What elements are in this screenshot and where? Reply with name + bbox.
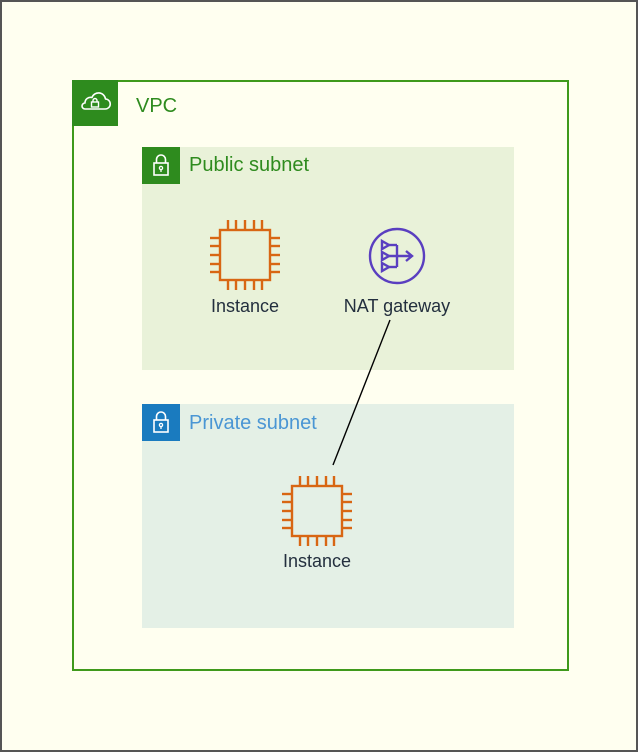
private-instance-node xyxy=(280,474,354,548)
public-instance-label: Instance xyxy=(210,296,280,316)
vpc-badge xyxy=(72,80,118,126)
private-subnet-container xyxy=(142,404,514,628)
private-instance-label: Instance xyxy=(282,551,352,571)
vpc-container xyxy=(72,80,569,671)
vpc-label: VPC xyxy=(136,95,178,117)
private-subnet-badge xyxy=(142,404,180,441)
nat-gateway-icon xyxy=(368,227,426,285)
public-subnet-container xyxy=(142,147,514,370)
nat-gateway-node xyxy=(367,226,427,286)
ec2-instance-icon xyxy=(282,476,352,546)
lock-icon xyxy=(153,154,169,176)
public-subnet-badge xyxy=(142,147,180,184)
private-subnet-label: Private subnet xyxy=(189,412,317,434)
nat-gateway-label: NAT gateway xyxy=(343,296,451,316)
ec2-instance-icon xyxy=(210,220,280,290)
lock-icon xyxy=(153,411,169,433)
public-subnet-label: Public subnet xyxy=(189,154,310,176)
public-instance-node xyxy=(208,218,282,292)
cloud-lock-icon xyxy=(81,92,112,110)
